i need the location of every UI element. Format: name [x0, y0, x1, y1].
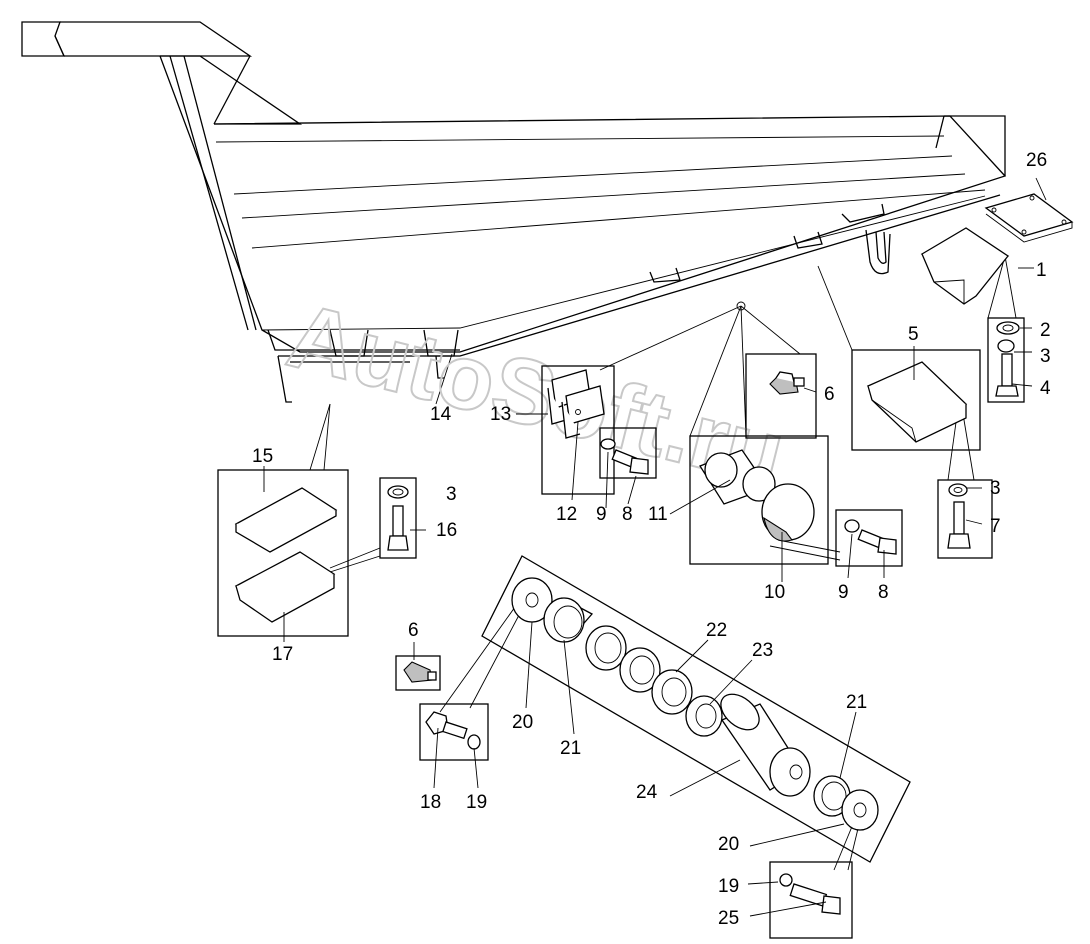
callout-16: 16 — [436, 520, 457, 541]
callout-20: 20 — [718, 834, 739, 855]
parts-group-5 — [851, 349, 993, 559]
callout-20: 20 — [512, 712, 533, 733]
parts-group-12-13 — [541, 365, 657, 495]
callout-11: 11 — [648, 504, 668, 525]
callout-3: 3 — [1040, 346, 1051, 367]
roller-assembly — [481, 555, 911, 863]
parts-group-top-right — [920, 193, 1074, 403]
dump-body — [21, 21, 1007, 403]
parts-group-6-top — [745, 353, 817, 439]
callout-23: 23 — [752, 640, 773, 661]
callout-24: 24 — [636, 782, 658, 803]
callout-4: 4 — [1040, 378, 1051, 399]
callout-2: 2 — [1040, 320, 1051, 341]
callout-3: 3 — [990, 478, 1001, 499]
callout-6: 6 — [824, 384, 835, 405]
parts-group-18-19 — [395, 655, 489, 761]
callout-22: 22 — [706, 620, 727, 641]
parts-group-10-11 — [689, 435, 903, 567]
callout-17: 17 — [272, 644, 293, 665]
callout-25: 25 — [718, 908, 739, 929]
callout-3: 3 — [446, 484, 457, 505]
callout-7: 7 — [990, 516, 1001, 537]
callout-8: 8 — [878, 582, 889, 603]
callout-9: 9 — [838, 582, 849, 603]
callout-12: 12 — [556, 504, 577, 525]
callout-19: 19 — [718, 876, 739, 897]
callout-1: 1 — [1036, 260, 1047, 281]
callout-9: 9 — [596, 504, 607, 525]
callout-14: 14 — [430, 404, 452, 425]
callout-5: 5 — [908, 324, 919, 345]
callout-21: 21 — [560, 738, 581, 759]
callout-leaders — [263, 177, 1047, 917]
leader-lines — [309, 255, 1017, 871]
callout-6: 6 — [408, 620, 419, 641]
callout-15: 15 — [252, 446, 273, 467]
parts-group-25 — [769, 861, 853, 939]
callout-19: 19 — [466, 792, 487, 813]
cover-plate-26 — [984, 193, 1074, 237]
callout-21: 21 — [846, 692, 867, 713]
callout-labels: 1 2 3 4 26 5 3 7 6 13 14 12 9 8 11 10 9 … — [252, 150, 1051, 929]
callout-8: 8 — [622, 504, 633, 525]
callout-10: 10 — [764, 582, 785, 603]
callout-26: 26 — [1026, 150, 1047, 171]
callout-18: 18 — [420, 792, 441, 813]
callout-13: 13 — [490, 404, 511, 425]
parts-group-15-17 — [217, 469, 417, 637]
